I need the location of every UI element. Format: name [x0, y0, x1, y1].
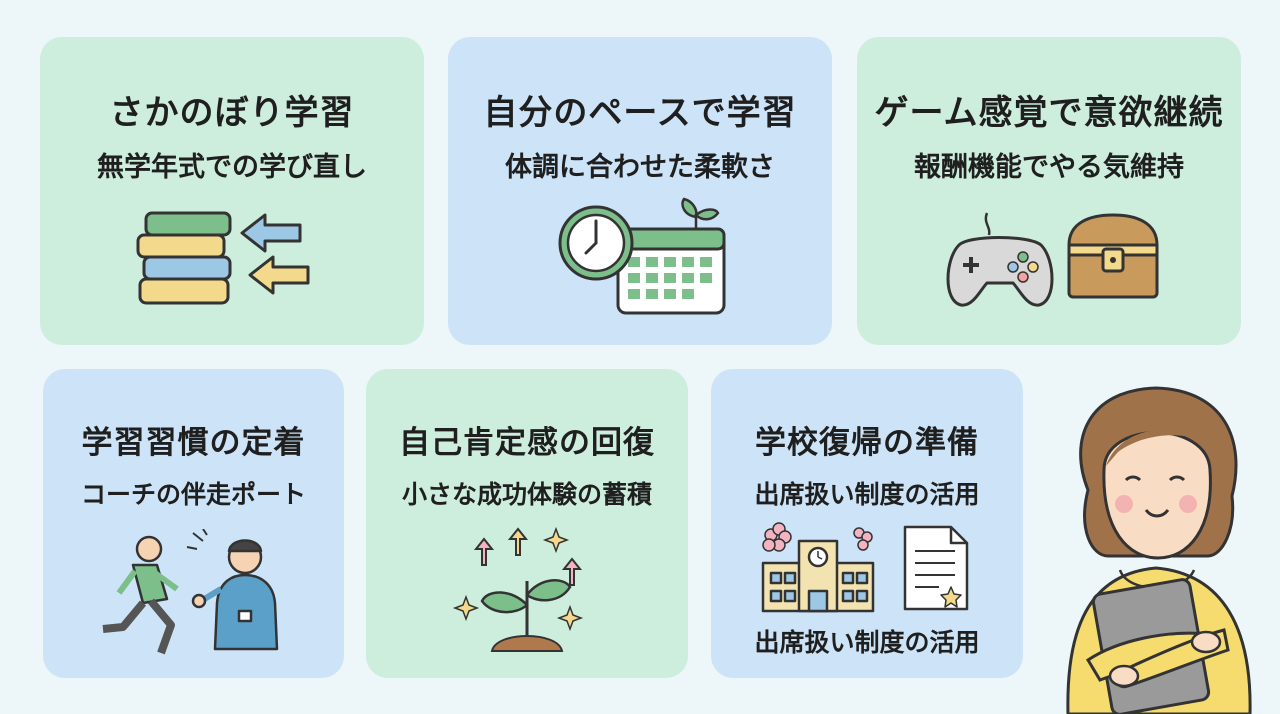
- books-icon: [136, 211, 310, 305]
- card-subtitle: 体調に合わせた柔軟さ: [505, 152, 775, 183]
- clock-icon: [558, 205, 634, 281]
- card-subtitle: 小さな成功体験の蓄積: [401, 480, 652, 509]
- card-self-esteem: 自己肯定感の回復 小さな成功体験の蓄積: [366, 369, 688, 678]
- card-subtitle: 報酬機能でやる気維持: [914, 152, 1184, 183]
- card-title: 学校復帰の準備: [755, 425, 979, 461]
- card-title: 自分のペースで学習: [483, 93, 797, 133]
- runner-icon: [102, 535, 179, 655]
- card-title: ゲーム感覚で意欲継続: [874, 93, 1224, 133]
- card-own-pace: 自分のペースで学習 体調に合わせた柔軟さ: [448, 37, 832, 345]
- cherry-blossom-icon: [762, 522, 873, 552]
- sprout-icon: [681, 197, 720, 229]
- card-title: さかのぼり学習: [109, 93, 355, 133]
- card-study-habit: 学習習慣の定着 コーチの伴走ポート: [43, 369, 344, 678]
- card-subtitle: 無学年式での学び直し: [97, 152, 367, 183]
- card-retroactive-learning: さかのぼり学習 無学年式での学び直し: [40, 37, 424, 345]
- plant-growth-icon: [452, 526, 584, 652]
- card-title: 学習習慣の定着: [81, 425, 306, 461]
- treasure-chest-icon: [1067, 213, 1159, 299]
- card-title: 自己肯定感の回復: [399, 425, 655, 461]
- card-subtitle: 出席扱い制度の活用: [754, 480, 980, 509]
- school-building-icon: [761, 539, 875, 613]
- card-subtitle: コーチの伴走ポート: [80, 480, 306, 509]
- student-with-tablet-icon: [1066, 386, 1252, 714]
- card-school-return: 学校復帰の準備 出席扱い制度の活用 出席扱い制度の活用: [711, 369, 1023, 678]
- sparkle-icon: [452, 526, 584, 632]
- card-extra-text: 出席扱い制度の活用: [754, 628, 980, 657]
- game-controller-icon: [946, 212, 1054, 307]
- calendar-icon: [558, 197, 726, 315]
- arrow-left-icon: [240, 213, 310, 295]
- card-game-motivation: ゲーム感覚で意欲継続 報酬機能でやる気維持: [857, 37, 1241, 345]
- certificate-icon: [903, 525, 969, 611]
- coach-icon: [186, 529, 279, 651]
